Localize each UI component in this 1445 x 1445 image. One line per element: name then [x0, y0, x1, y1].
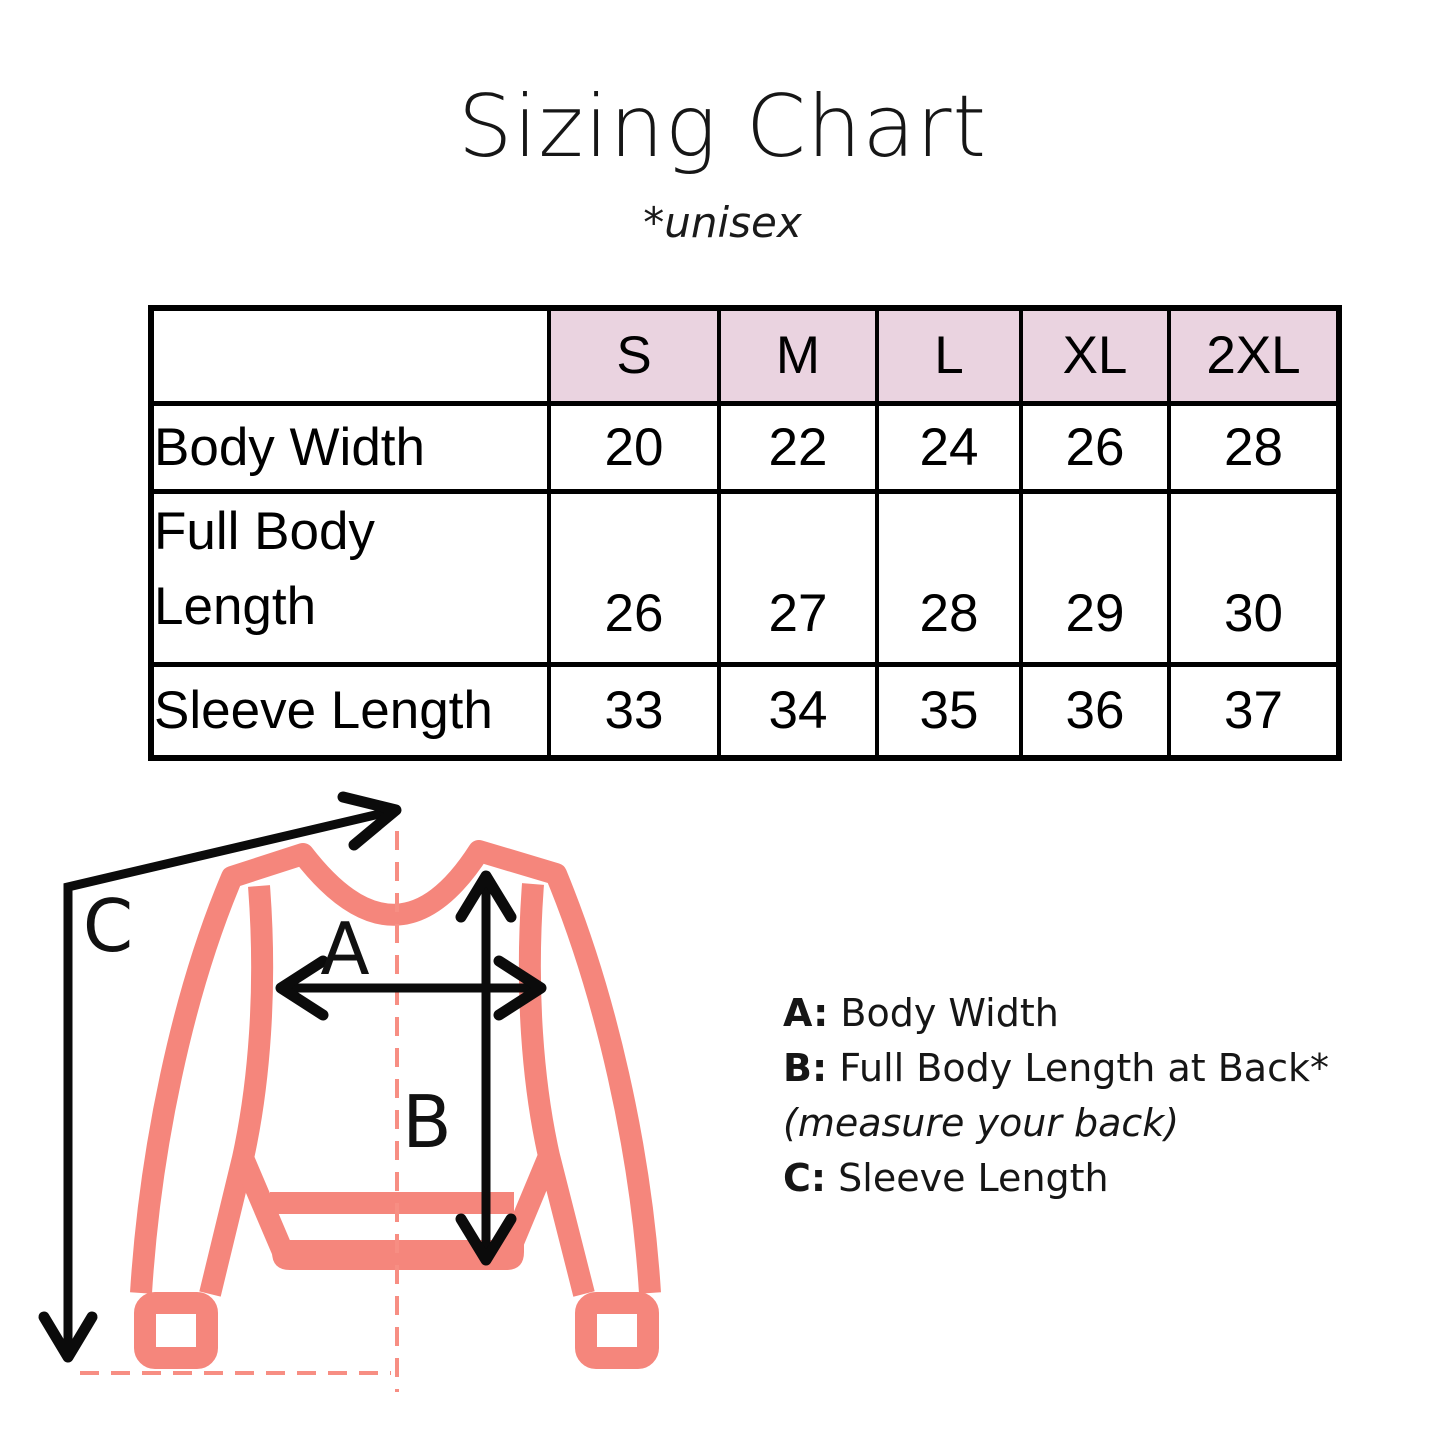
arrow-b-top-head	[455, 870, 517, 923]
sweater-outline	[130, 840, 661, 1294]
header-empty-cell	[149, 305, 551, 406]
arrow-a-right-head	[493, 955, 547, 1021]
table-row-full-body-length: Full Body Length 26 27 28 29 30	[149, 488, 1341, 667]
sweater-inner-right-edge	[518, 883, 595, 1297]
legend-text-c: Sleeve Length	[826, 1156, 1109, 1200]
page-subtitle: *unisex	[643, 198, 802, 247]
cell-value: 27	[717, 488, 879, 667]
header-size-s: S	[547, 305, 721, 406]
arrow-c-bottom-head	[38, 1311, 98, 1363]
header-size-2xl: 2XL	[1167, 305, 1341, 406]
row-label: Full Body Length	[149, 488, 551, 667]
label-c: C	[83, 884, 133, 968]
legend-prefix-b: B:	[783, 1046, 828, 1090]
cell-value: 30	[1167, 488, 1341, 667]
sweater-inner-left-edge	[199, 885, 274, 1297]
table-header-row: S M L XL 2XL	[149, 305, 1341, 406]
legend-line-c: C: Sleeve Length	[783, 1151, 1329, 1206]
table-row-sleeve-length: Sleeve Length 33 34 35 36 37	[149, 662, 1341, 760]
header-size-m: M	[717, 305, 879, 406]
sizing-table: S M L XL 2XL Body Width 20 22 24 26 28 F…	[148, 305, 1342, 761]
measurement-legend: A: Body Width B: Full Body Length at Bac…	[783, 986, 1329, 1206]
page-title: Sizing Chart	[457, 77, 988, 177]
cell-value: 29	[1019, 488, 1171, 667]
sweater-left-cuff	[134, 1292, 218, 1369]
cell-value: 28	[1167, 400, 1341, 494]
cell-value: 26	[1019, 400, 1171, 494]
cell-value: 35	[875, 662, 1023, 760]
row-label: Body Width	[149, 400, 551, 494]
legend-prefix-a: A:	[783, 991, 829, 1035]
sweater-waistband	[272, 1240, 524, 1270]
legend-text-a: Body Width	[828, 991, 1059, 1035]
legend-text-note: (measure your back)	[783, 1101, 1180, 1145]
label-a: A	[320, 907, 369, 991]
sweater-body-left-edge	[232, 1153, 294, 1257]
row-label: Sleeve Length	[149, 662, 551, 760]
cell-value: 22	[717, 400, 879, 494]
legend-line-b: B: Full Body Length at Back*	[783, 1041, 1329, 1096]
cell-value: 28	[875, 488, 1023, 667]
cell-value: 36	[1019, 662, 1171, 760]
sweater-right-cuff	[575, 1292, 659, 1369]
arrow-c-shaft	[63, 806, 397, 1355]
arrow-c-top-head	[337, 791, 402, 851]
header-size-xl: XL	[1019, 305, 1171, 406]
arrow-a-left-head	[275, 955, 329, 1021]
legend-text-b: Full Body Length at Back*	[827, 1046, 1329, 1090]
sweater-body-right-edge	[498, 1151, 560, 1257]
legend-line-a: A: Body Width	[783, 986, 1329, 1041]
label-b: B	[402, 1080, 451, 1164]
cell-value: 26	[547, 488, 721, 667]
cell-value: 24	[875, 400, 1023, 494]
arrow-b-bottom-head	[455, 1213, 517, 1266]
cell-value: 34	[717, 662, 879, 760]
legend-prefix-c: C:	[783, 1156, 827, 1200]
cell-value: 20	[547, 400, 721, 494]
header-size-l: L	[875, 305, 1023, 406]
cell-value: 37	[1167, 662, 1341, 760]
cell-value: 33	[547, 662, 721, 760]
table-row-body-width: Body Width 20 22 24 26 28	[149, 400, 1341, 494]
legend-line-note: (measure your back)	[783, 1096, 1329, 1151]
sizing-table-grid: S M L XL 2XL Body Width 20 22 24 26 28 F…	[148, 305, 1342, 761]
